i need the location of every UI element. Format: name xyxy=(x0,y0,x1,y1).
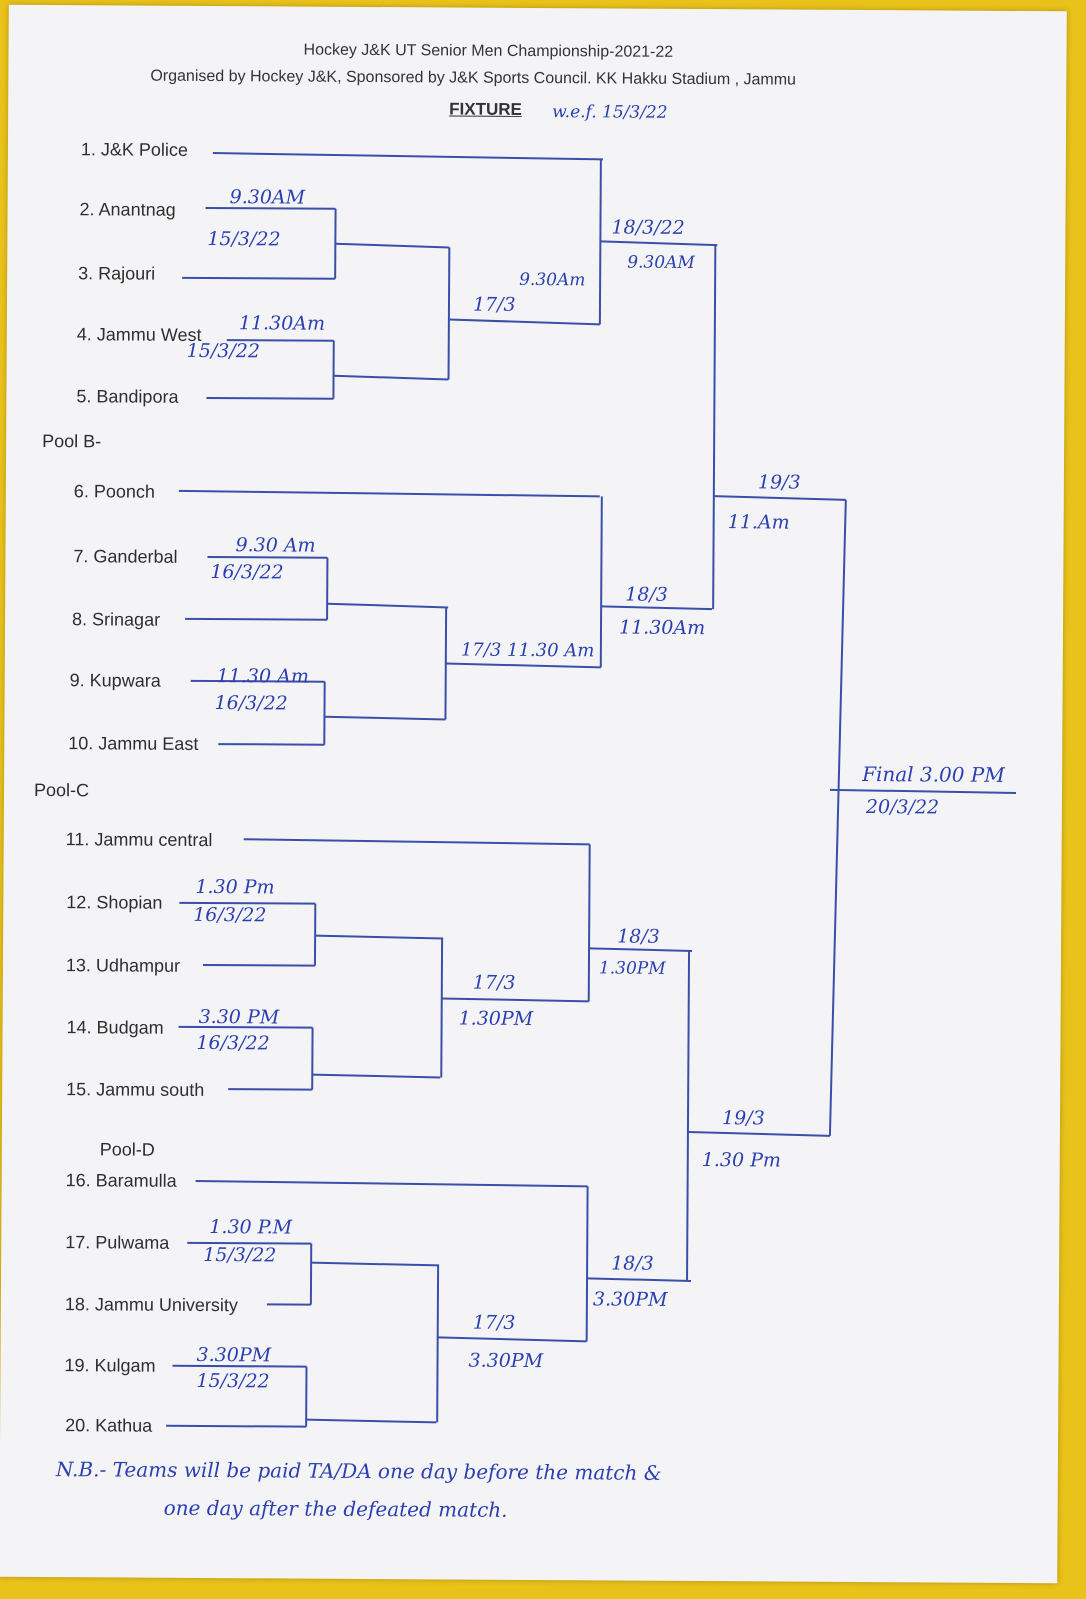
team-4: 4. Jammu West xyxy=(76,324,202,345)
fixture-label: FIXTURE xyxy=(449,99,522,119)
sf-1-date: 19/3 xyxy=(757,471,801,494)
r1-m5-time: 1.30 Pm xyxy=(195,875,275,899)
team-19: 19. Kulgam xyxy=(64,1355,156,1376)
r2-m1-time: 9.30Am xyxy=(519,269,586,291)
pool-d-label: Pool-D xyxy=(99,1139,155,1160)
team-9: 9. Kupwara xyxy=(69,670,161,691)
team-3: 3. Rajouri xyxy=(78,263,156,284)
qf-2-time: 11.30Am xyxy=(618,616,706,640)
qf-4-date: 18/3 xyxy=(611,1252,654,1275)
r1-m6-time: 3.30 PM xyxy=(198,1005,280,1029)
r1-m2-date: 15/3/22 xyxy=(186,339,261,363)
qf-2-date: 18/3 xyxy=(625,583,668,606)
qf-4-time: 3.30PM xyxy=(592,1288,668,1311)
team-10: 10. Jammu East xyxy=(68,733,199,754)
fixture-effective-note: w.e.f. 15/3/22 xyxy=(552,102,668,123)
qf-3-time: 1.30PM xyxy=(598,958,666,979)
team-5: 5. Bandipora xyxy=(76,386,179,407)
r1-m2-time: 11.30Am xyxy=(238,312,326,335)
final-date: 20/3/22 xyxy=(865,796,940,819)
page-title: Hockey J&K UT Senior Men Championship-20… xyxy=(303,41,674,61)
r1-m6-date: 16/3/22 xyxy=(196,1031,270,1055)
team-16: 16. Baramulla xyxy=(65,1170,177,1191)
team-18: 18. Jammu University xyxy=(64,1294,238,1316)
qf-1-time: 9.30AM xyxy=(627,252,695,273)
qf-1-date: 18/3/22 xyxy=(611,216,685,239)
r1-m5-date: 16/3/22 xyxy=(193,903,267,927)
team-17: 17. Pulwama xyxy=(65,1232,170,1253)
team-1: 1. J&K Police xyxy=(80,139,189,160)
r1-m8-date: 15/3/22 xyxy=(196,1369,270,1393)
team-11: 11. Jammu central xyxy=(65,829,213,851)
r2-m4-time: 17/3 xyxy=(472,1311,516,1334)
team-15: 15. Jammu south xyxy=(66,1079,205,1100)
team-20: 20. Kathua xyxy=(65,1415,153,1436)
sf-1-time: 11.Am xyxy=(727,511,790,534)
r2-m4-date: 3.30PM xyxy=(468,1349,544,1373)
r2-m3-date: 1.30PM xyxy=(458,1007,534,1031)
r1-m8-time: 3.30PM xyxy=(196,1343,272,1367)
fixture-sheet: Hockey J&K UT Senior Men Championship-20… xyxy=(0,4,1067,1584)
team-8: 8. Srinagar xyxy=(71,609,161,630)
r1-m7-time: 1.30 P.M xyxy=(209,1216,293,1239)
r2-m2-label: 17/3 11.30 Am xyxy=(460,639,595,662)
team-12: 12. Shopian xyxy=(66,892,163,913)
team-7: 7. Ganderbal xyxy=(73,546,178,567)
r1-m1-time: 9.30AM xyxy=(229,186,306,209)
r1-m4-date: 16/3/22 xyxy=(214,692,288,715)
team-6: 6. Poonch xyxy=(73,481,155,502)
team-13: 13. Udhampur xyxy=(65,955,181,976)
final-label: Final 3.00 PM xyxy=(862,762,1005,787)
r1-m4-time: 11.30 Am xyxy=(216,665,309,688)
r2-m3-time: 17/3 xyxy=(472,971,516,994)
r1-m7-date: 15/3/22 xyxy=(203,1243,277,1267)
r1-m3-date: 16/3/22 xyxy=(210,561,284,584)
team-2: 2. Anantnag xyxy=(79,199,176,220)
bracket-lines xyxy=(166,152,1017,1428)
sf-2-time: 1.30 Pm xyxy=(701,1149,781,1172)
qf-3-date: 18/3 xyxy=(617,925,660,948)
r1-m3-time: 9.30 Am xyxy=(235,534,316,557)
pool-c-label: Pool-C xyxy=(33,779,90,801)
r1-m1-date: 15/3/22 xyxy=(207,228,281,251)
team-14: 14. Budgam xyxy=(66,1017,164,1038)
note-line-2: one day after the defeated match. xyxy=(163,1495,508,1522)
note-line-1: N.B.- Teams will be paid TA/DA one day b… xyxy=(55,1457,662,1485)
sf-2-date: 19/3 xyxy=(721,1107,765,1130)
r2-m1-date: 17/3 xyxy=(472,293,516,316)
pool-b-label: Pool B- xyxy=(42,430,102,452)
